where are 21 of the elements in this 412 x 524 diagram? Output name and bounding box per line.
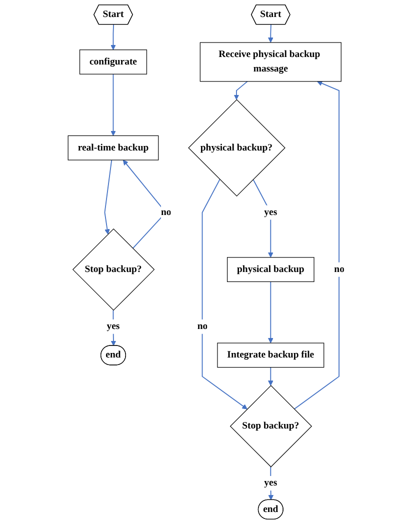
arrow xyxy=(294,80,340,410)
edge-label: yes xyxy=(264,478,278,488)
node-box: physical backup xyxy=(226,257,314,282)
arrow xyxy=(202,178,248,410)
arrow xyxy=(110,74,116,136)
node-diamond: Stop backup? xyxy=(230,385,312,468)
arrow xyxy=(110,24,116,50)
arrow xyxy=(268,281,274,344)
node-diamond: physical backup? xyxy=(188,99,286,197)
arrow xyxy=(234,80,248,100)
arrow xyxy=(268,366,274,386)
node-box: Integrate backup file xyxy=(217,342,324,368)
node-box: real-time backup xyxy=(68,135,159,160)
node-box: configurate xyxy=(79,50,148,74)
arrow xyxy=(104,160,112,234)
node-box: Receive physical backup massage xyxy=(200,42,342,82)
arrow xyxy=(252,178,274,258)
arrow xyxy=(268,24,274,43)
node-diamond: Stop backup? xyxy=(72,228,155,311)
edge-label: yes xyxy=(106,321,120,332)
edge-label: yes xyxy=(264,207,278,218)
